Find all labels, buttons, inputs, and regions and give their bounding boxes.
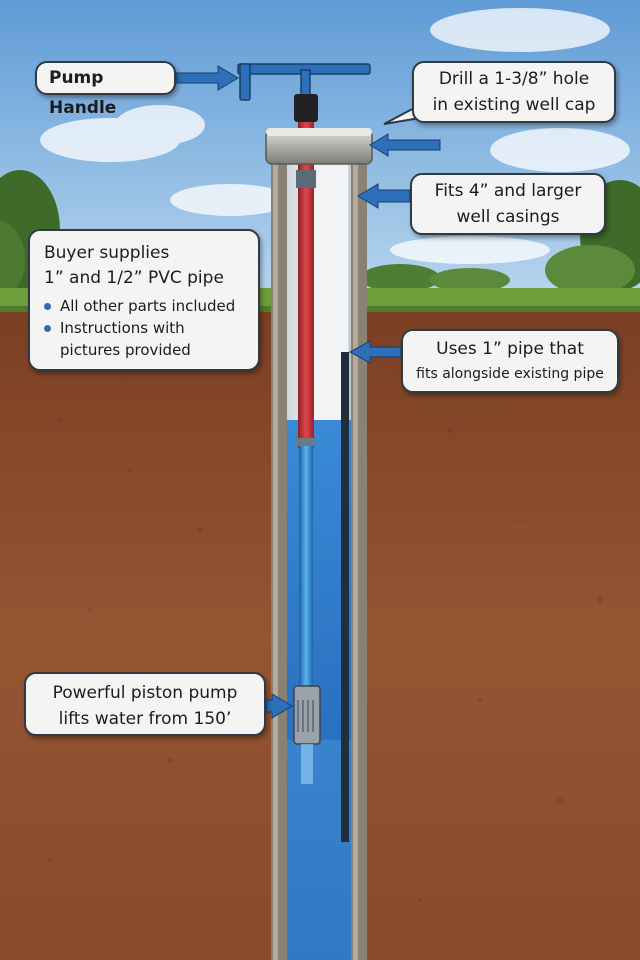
buyer-line-2: 1” and 1/2” PVC pipe (44, 268, 224, 288)
piston-pump-callout: Powerful piston pump lifts water from 15… (24, 672, 266, 736)
buyer-bullet-text: Instructions with pictures provided (60, 319, 191, 359)
buyer-line-1: Buyer supplies (44, 243, 170, 263)
drill-hole-callout: Drill a 1-3/8” hole in existing well cap (412, 61, 616, 123)
arrow-piston (265, 693, 293, 719)
arrow-handle (175, 65, 239, 91)
piston-line-1: Powerful piston pump (52, 683, 238, 703)
arrow-casing (357, 183, 411, 209)
fits-casings-line-1: Fits 4” and larger (434, 181, 582, 201)
fits-casings-callout: Fits 4” and larger well casings (410, 173, 606, 235)
buyer-bullet-text: All other parts included (60, 297, 236, 315)
uses-pipe-line-1: Uses 1” pipe that (436, 339, 584, 359)
handle-grip (294, 94, 318, 122)
pump-handle-label: Pump Handle (49, 68, 117, 118)
pump-rod-upper (298, 118, 314, 448)
fits-casings-line-2: well casings (456, 207, 560, 227)
pump-rod-lower (299, 440, 313, 690)
uses-pipe-line-2: fits alongside existing pipe (416, 366, 604, 382)
arrows (175, 65, 441, 719)
buyer-bullet-item: Instructions with pictures provided (44, 317, 248, 361)
soil-texture (48, 417, 603, 902)
trees (0, 170, 640, 300)
arrow-cap (369, 133, 441, 157)
one-inch-pipe (341, 352, 349, 842)
drill-hole-line-2: in existing well cap (432, 95, 596, 115)
buyer-bullet-list: All other parts included Instructions wi… (44, 295, 248, 361)
bullet-dot-icon (44, 325, 51, 332)
clouds (40, 8, 630, 264)
drill-hole-line-1: Drill a 1-3/8” hole (438, 69, 590, 89)
piston-line-2: lifts water from 150’ (58, 709, 232, 729)
arrow-pipe (348, 340, 402, 364)
buyer-bullet-item: All other parts included (44, 295, 248, 317)
buyer-supplies-callout: Buyer supplies 1” and 1/2” PVC pipe All … (28, 229, 260, 371)
pump-handle-callout: Pump Handle (35, 61, 176, 118)
bullet-dot-icon (44, 303, 51, 310)
uses-pipe-callout: Uses 1” pipe that fits alongside existin… (401, 329, 619, 393)
